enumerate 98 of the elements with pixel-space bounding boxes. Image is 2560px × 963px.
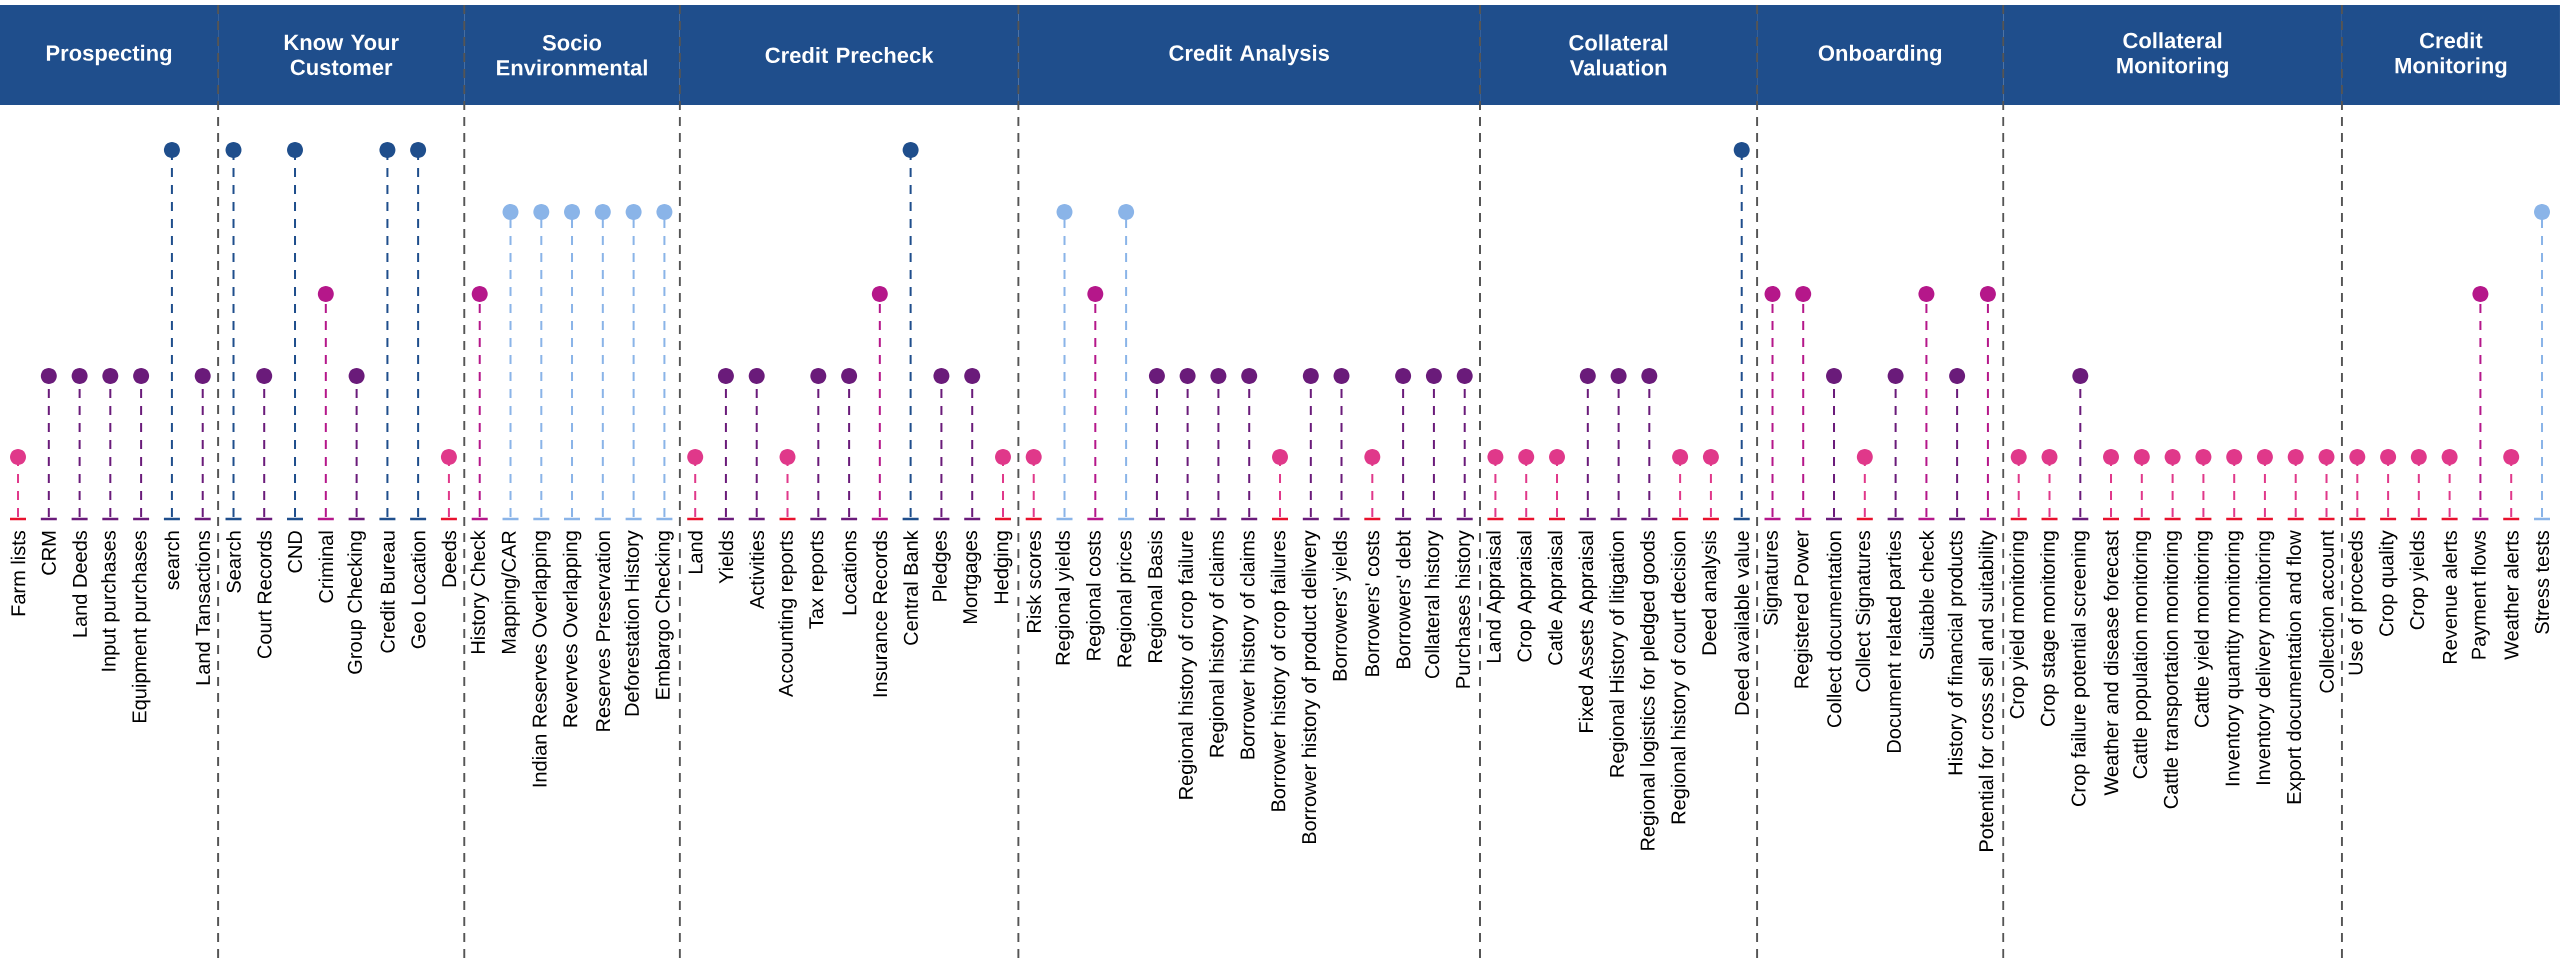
item-label: Crop Appraisal [1516, 531, 1536, 662]
stage-header: Collateral Valuation [1480, 5, 1758, 105]
stage-header: Credit Precheck [679, 5, 1019, 105]
item-label: Regional history of crop failure [1178, 531, 1197, 799]
item-label: Deed available value [1734, 531, 1750, 715]
item-label: Crop yield monitoring [2009, 531, 2029, 719]
item-label: Regional costs [1086, 530, 1105, 660]
item-label: Crop yields [2409, 530, 2429, 630]
node-label: Collateral Valuation [1569, 34, 1668, 76]
item-label: Search [226, 531, 241, 593]
item-label: Crop failure potential screening [2071, 531, 2090, 806]
item-label: Cattle yield monitoring [2194, 531, 2213, 728]
item-label: Land [687, 531, 703, 574]
item-label: Land Tansactions [195, 530, 211, 685]
item-label: Regional history of court decision [1670, 531, 1690, 824]
item-label: Regional logistics for pledged goods [1640, 531, 1659, 850]
item-label: Regional prices [1116, 531, 1136, 667]
item-label: Locations [841, 530, 857, 615]
item-label: CRM [41, 531, 56, 575]
item-label: Input purchases [101, 530, 120, 671]
node-label: Credit Analysis [1169, 44, 1329, 66]
item-label: Reverves Overlapping [562, 531, 582, 727]
item-label: Collateral history [1424, 530, 1444, 679]
stage-header: Credit Monitoring [2341, 5, 2560, 105]
item-label: Land Deeds [72, 530, 87, 637]
item-label: Inventory delivery monitoring [2255, 531, 2275, 784]
item-label: Revenue alerts [2442, 530, 2457, 664]
item-label: Crop stage monitoring [2040, 531, 2059, 726]
item-label: Mapping/CAR [501, 531, 520, 654]
item-label: Regional history of claims [1209, 531, 1228, 757]
item-label: Weather alerts [2503, 530, 2519, 660]
item-label: Weather and disease forecast [2103, 530, 2119, 796]
item-label: Accounting reports [778, 530, 797, 697]
item-label: Potential for cross sell and suitability [1978, 530, 1998, 851]
item-label: Collection account [2319, 530, 2334, 693]
stage-header: Collateral Monitoring [2003, 5, 2342, 105]
item-label: Export documentation and flow [2286, 530, 2306, 804]
item-label: Registered Power [1793, 530, 1813, 688]
item-label: Activities [749, 530, 765, 610]
item-label: Document related parties [1886, 531, 1905, 752]
item-label: Deeds [441, 530, 457, 587]
item-label: Use of proceeds [2348, 530, 2367, 675]
item-label: Criminal [318, 531, 334, 603]
node-label: Prospecting [46, 44, 172, 66]
item-label: Farm lists [10, 530, 26, 616]
stage-header: Credit Analysis [1018, 5, 1481, 105]
stage-header: Onboarding [1757, 5, 2004, 105]
item-label: Regional History of litigation [1609, 531, 1628, 777]
item-label: Payment flows [2471, 530, 2490, 659]
item-label: Inventory quantity monitoring [2224, 531, 2244, 786]
item-label: Geo Location [410, 531, 426, 649]
stage-header: Socio Environmental [464, 5, 680, 105]
item-label: Catle Appraisal [1547, 531, 1567, 665]
item-label: Crop quality [2378, 530, 2398, 636]
item-label: History Check [470, 530, 490, 653]
node-label: Credit Monitoring [2395, 32, 2507, 78]
item-label: Borrowers' costs [1365, 530, 1380, 676]
item-label: Indian Reserves Overlapping [532, 531, 551, 787]
item-label: Borrowers' debt [1395, 530, 1411, 668]
item-label: Central Bank [903, 530, 918, 645]
item-label: Cattle transportation monitoring [2163, 531, 2182, 809]
item-label: Fixed Assets Appraisal [1578, 531, 1598, 732]
item-label: CND [287, 531, 303, 573]
node-label: Collateral Monitoring [2117, 32, 2228, 78]
item-label: Borrower history of product delivery [1301, 530, 1321, 844]
item-label: Equipment purchases [131, 531, 151, 722]
stage-header: Know Your Customer [218, 5, 465, 105]
item-label: Reserves Preservation [595, 531, 611, 731]
item-label: Risk scores [1026, 530, 1042, 632]
node-label: Onboarding [1818, 44, 1942, 66]
item-label: Tax reports [809, 530, 828, 629]
stage-header: Prospecting [0, 5, 219, 105]
item-label: Group Checking [347, 531, 366, 674]
item-label: Purchases history [1455, 530, 1475, 688]
item-label: Cattle population monitoring [2132, 531, 2152, 779]
item-label: Signatures [1763, 530, 1782, 625]
item-label: Deed analysis [1701, 530, 1721, 655]
item-label: search [164, 531, 180, 590]
item-label: Land Appraisal [1486, 531, 1505, 662]
item-label: Court Records [256, 530, 272, 659]
item-label: Regional Basis [1147, 531, 1167, 662]
item-label: Suitable check [1919, 530, 1934, 660]
item-label: Pledges [932, 530, 951, 601]
item-label: Borrowers' yields [1332, 530, 1351, 681]
item-label: Collect documentation [1826, 531, 1842, 728]
item-label: Hedging [993, 531, 1013, 604]
item-label: Stress tests [2534, 530, 2550, 634]
item-label: Regional yields [1055, 531, 1074, 665]
item-label: Embargo Checking [655, 531, 674, 699]
item-label: Collect Signatures [1855, 530, 1875, 692]
item-label: Insurance Records [872, 530, 888, 697]
item-label: Yields [718, 530, 734, 584]
item-label: History of financial products [1947, 531, 1967, 775]
item-label: Borrower history of crop failures [1270, 531, 1290, 811]
item-label: Mortgages [963, 530, 982, 624]
item-label: Deforestation History [624, 530, 643, 716]
item-label: Borrower history of claims [1239, 530, 1259, 759]
item-label: Credit Bureau [380, 531, 395, 653]
